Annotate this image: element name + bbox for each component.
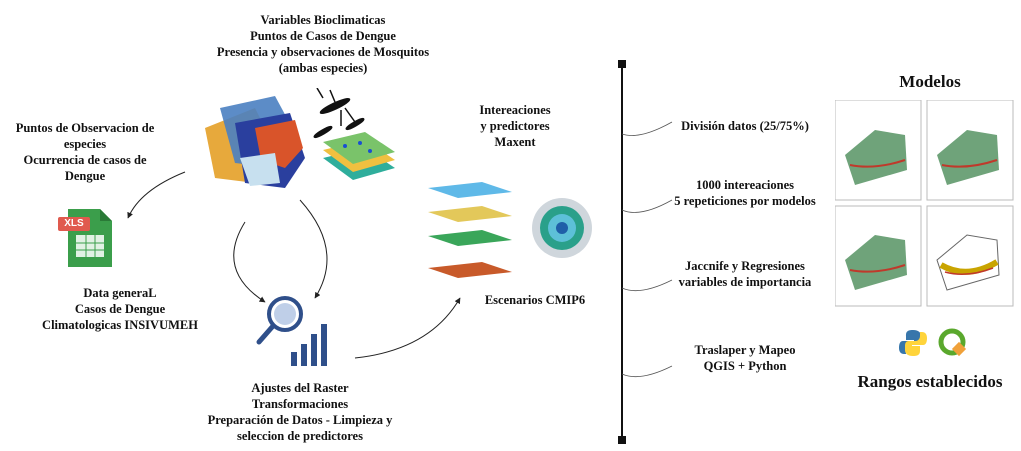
- top-inputs-text: Variables Bioclimaticas Puntos de Casos …: [168, 12, 478, 76]
- raster-line-3: Preparación de Datos - Limpieza y: [207, 413, 393, 427]
- step-1-line-1: División datos (25/75%): [681, 119, 809, 133]
- top-line-4: (ambas especies): [278, 61, 368, 75]
- raster-line-1: Ajustes del Raster: [251, 381, 349, 395]
- data-line-3: Climatologicas INSIVUMEH: [42, 318, 198, 332]
- left-line-4: Dengue: [64, 169, 106, 183]
- bioclimatic-maps-illustration: [205, 88, 395, 188]
- arrow-maps-to-xls: [127, 171, 186, 219]
- arrow-right-to-raster: [299, 199, 328, 299]
- top-line-2: Puntos de Casos de Dengue: [250, 29, 396, 43]
- maxent-text: Intereaciones y predictores Maxent: [455, 102, 575, 150]
- qgis-logo-icon: [938, 328, 967, 357]
- step-3-text: Jaccnife y Regresiones variables de impo…: [655, 258, 835, 290]
- analysis-chart-icon: [256, 296, 327, 366]
- arrow-left-to-raster: [233, 221, 266, 303]
- raster-line-4: seleccion de predictores: [237, 429, 363, 443]
- timeline-start-marker: [618, 60, 626, 68]
- data-line-2: Casos de Dengue: [74, 302, 166, 316]
- step-4-line-1: Traslaper y Mapeo: [694, 343, 796, 357]
- step-3-line-1: Jaccnife y Regresiones: [685, 259, 805, 273]
- xls-file-icon: XLS: [56, 205, 120, 269]
- raster-prep-text: Ajustes del Raster Transformaciones Prep…: [200, 380, 400, 444]
- python-logo-icon: [899, 330, 927, 356]
- maxent-line-1: Intereaciones: [479, 103, 551, 117]
- step-connector-1: [621, 121, 673, 136]
- step-3-line-2: variables de importancia: [678, 275, 812, 289]
- ranges-title: Rangos establecidos: [857, 372, 1003, 391]
- arrow-raster-to-maxent: [354, 297, 461, 359]
- step-1-text: División datos (25/75%): [660, 118, 830, 134]
- model-map-2: [926, 100, 1014, 201]
- model-map-1: [835, 100, 922, 201]
- models-title: Modelos: [899, 72, 961, 91]
- step-4-text: Traslaper y Mapeo QGIS + Python: [660, 342, 830, 374]
- left-line-1: Puntos de Observacion de: [15, 121, 155, 135]
- step-2-text: 1000 intereaciones 5 repeticiones por mo…: [655, 177, 835, 209]
- step-2-line-2: 5 repeticiones por modelos: [674, 194, 816, 208]
- step-4-line-2: QGIS + Python: [703, 359, 787, 373]
- model-map-4: [926, 205, 1014, 307]
- step-2-line-1: 1000 intereaciones: [695, 178, 795, 192]
- raster-line-2: Transformaciones: [251, 397, 349, 411]
- left-line-2: especies: [63, 137, 107, 151]
- top-line-1: Variables Bioclimaticas: [260, 13, 386, 27]
- step-connector-3: [621, 279, 673, 292]
- maxent-layers-illustration: [428, 182, 592, 278]
- step-connector-4: [621, 365, 673, 378]
- model-map-3: [835, 205, 922, 307]
- model-maps-grid: [835, 100, 1014, 307]
- data-line-1: Data generaL: [83, 286, 157, 300]
- cmip6-label: Escenarios CMIP6: [484, 293, 586, 307]
- xls-label: XLS: [64, 218, 84, 229]
- step-connector-2: [621, 199, 673, 213]
- top-line-3: Presencia y observaciones de Mosquitos: [216, 45, 430, 59]
- maxent-line-2: y predictores: [480, 119, 550, 133]
- left-inputs-text: Puntos de Observacion de especies Ocurre…: [0, 120, 170, 184]
- maxent-line-3: Maxent: [494, 135, 536, 149]
- left-line-3: Ocurrencia de casos de: [23, 153, 147, 167]
- data-general-text: Data generaL Casos de Dengue Climatologi…: [20, 285, 220, 333]
- timeline-end-marker: [618, 436, 626, 444]
